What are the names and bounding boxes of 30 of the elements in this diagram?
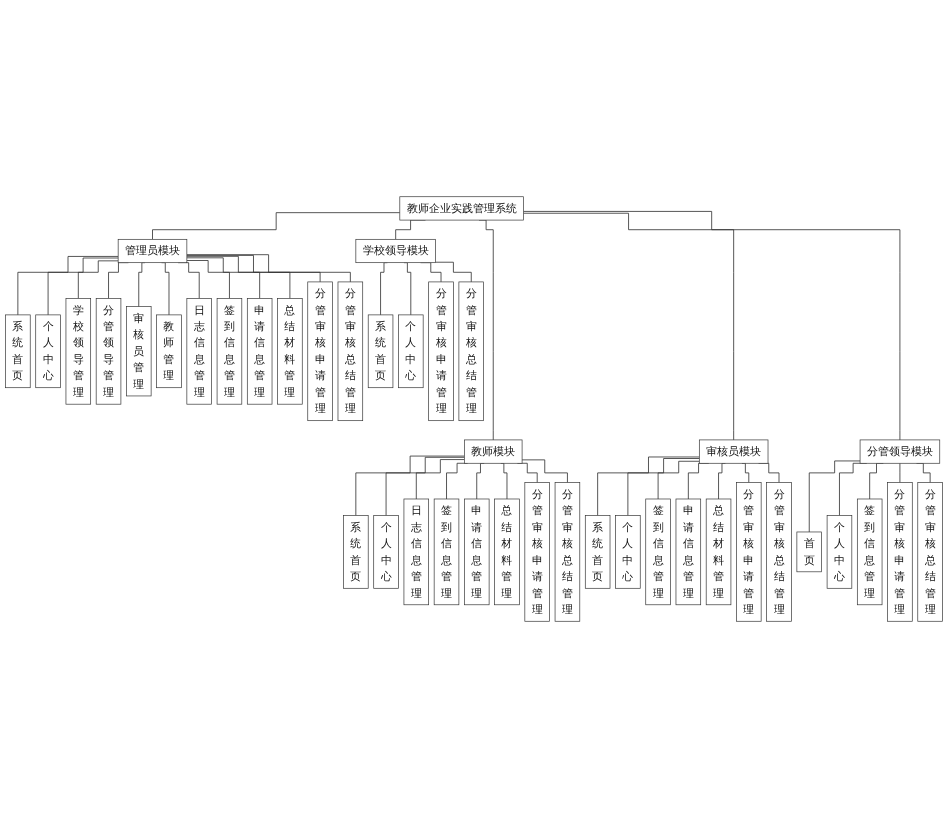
connector (186, 257, 261, 299)
connector (186, 260, 230, 299)
connector (77, 260, 119, 299)
connector (523, 211, 901, 441)
connector (500, 462, 508, 500)
connector (435, 261, 472, 283)
connector (521, 459, 568, 483)
connector (446, 462, 469, 500)
connector (17, 256, 119, 316)
connector (186, 254, 351, 283)
connector (355, 455, 465, 516)
connector (138, 262, 146, 308)
connector (597, 456, 700, 516)
connector (657, 460, 700, 500)
connector (380, 262, 388, 316)
connector (627, 458, 700, 516)
connector (741, 462, 750, 483)
connector (899, 462, 901, 483)
connector (47, 257, 119, 316)
connector (403, 262, 412, 316)
connector (476, 462, 485, 500)
connector (161, 262, 170, 316)
connector (415, 459, 465, 500)
connector (523, 212, 735, 441)
connector (808, 460, 861, 533)
connector (718, 462, 726, 500)
connector (186, 255, 291, 299)
connector (152, 212, 401, 240)
connector (385, 456, 465, 516)
connector (186, 254, 321, 283)
